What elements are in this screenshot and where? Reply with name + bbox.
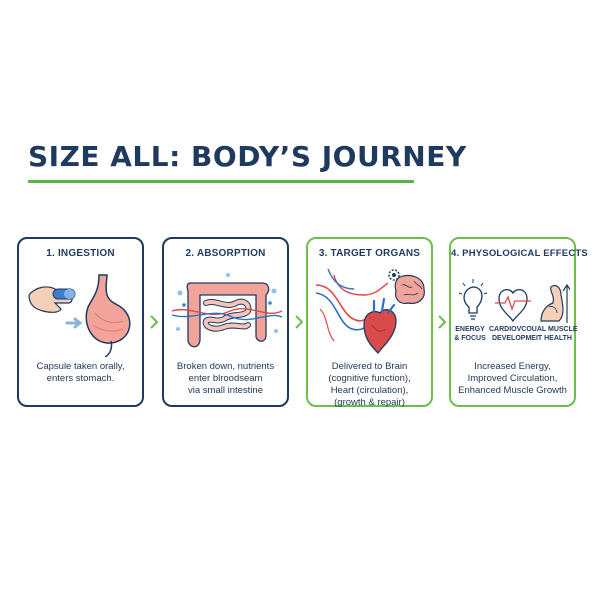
step-description: Increased Energy, Improved Circulation, …: [458, 361, 567, 396]
effect-label-cardio: CARDIOVCOUAL MUSCLE DEVELOPMEIT HEALTH: [489, 326, 578, 342]
chevron-right-icon: [295, 315, 304, 329]
step-title: 4. PHYSOLOGICAL EFFECTS: [451, 248, 588, 259]
flexed-arm-icon: [540, 283, 570, 323]
step-card-physiological-effects: 4. PHYSOLOGICAL EFFECTS ENERGY & FOCUS C…: [449, 237, 588, 407]
step-description: Delivered to Brain (cognitive function),…: [328, 361, 411, 408]
step-title: 1. INGESTION: [46, 248, 115, 259]
step-description: Broken down, nutrients enter blroodseam …: [176, 361, 275, 396]
chevron-right-icon: [438, 315, 447, 329]
step-card-absorption: 2. ABSORPTION Broken down, nutrients ent…: [162, 237, 289, 407]
effects-illustration: [458, 279, 570, 323]
step-description: Capsule taken orally, enters stomach.: [36, 361, 125, 384]
ingestion-illustration: [28, 274, 131, 357]
lightbulb-icon: [458, 279, 488, 320]
step-title: 3. TARGET ORGANS: [318, 248, 421, 259]
gear-icon: [388, 269, 400, 281]
heart-pulse-icon: [495, 288, 531, 323]
effect-label-energy: ENERGY & FOCUS: [454, 326, 486, 342]
step-title: 2. ABSORPTION: [185, 248, 266, 259]
title-underline: [28, 180, 414, 183]
step-card-ingestion: 1. INGESTION Capsule taken orally, enter…: [17, 237, 144, 407]
intestine-icon: [171, 273, 283, 348]
absorption-illustration: [171, 273, 283, 348]
hand-holding-capsule-icon: [28, 286, 76, 313]
brain-icon: [394, 274, 425, 304]
step-card-target-organs: 3. TARGET ORGANS Delivered to Brain (cog…: [306, 237, 433, 408]
page-title: SIZE ALL: BODY’S JOURNEY: [28, 140, 467, 173]
heart-icon: [363, 297, 397, 354]
target-organs-illustration: [315, 268, 425, 354]
stomach-icon: [85, 274, 131, 357]
chevron-right-icon: [150, 315, 159, 329]
